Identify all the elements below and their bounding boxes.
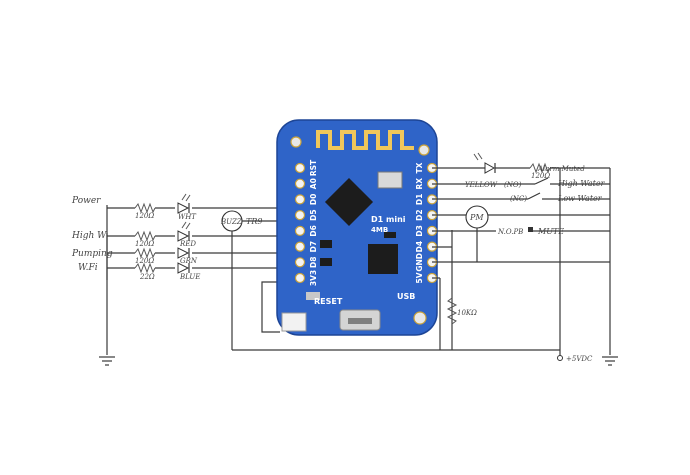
pin-label-d3: D3 [415,225,424,236]
switch-low-water[interactable] [527,192,541,200]
led-white [177,193,191,214]
flash-chip [368,244,398,274]
mount-hole-tr [418,144,430,156]
label-alarm-muted: Alarm Muted [537,165,585,173]
pin-hole-d5 [294,210,306,221]
pin-hole-d0 [294,194,306,205]
pin-label-5v: 5V [415,272,424,283]
supply-terminal [557,355,563,361]
component-2 [320,258,332,266]
led-blue [177,262,190,274]
label-high-water: High Water [557,179,606,188]
ground-symbol-right [602,356,618,366]
pin-label-a0: A0 [309,178,318,189]
crystal [377,171,403,189]
label-nc: (NC) [510,195,527,203]
led-label-red: RED [179,240,196,248]
d1-mini-board: D1 mini 4MB RESET USB [276,119,438,336]
label-pm: PM [469,213,484,222]
esp-chip [324,177,374,227]
resistor-label-2: 120Ω [135,240,154,248]
usb-port-opening [348,318,372,324]
label-low-water: Low Water [557,194,603,203]
pin-label-d1: D1 [415,194,424,205]
label-mute: MUTE [537,227,564,236]
pin-hole-rst [294,162,306,174]
pin-hole-a0 [294,178,306,189]
label-supply: +5VDC [566,355,593,363]
pin-label-gnd: GND [415,253,424,272]
mount-hole-tl [290,136,302,148]
pin-label-d4: D4 [415,241,424,252]
pin-label-rx: RX [415,178,424,190]
pin-hole-d6 [294,225,306,236]
pin-label-3v3: 3V3 [309,270,318,286]
left-pin-header: 3V3 D8 D7 D6 D5 D0 A0 RST [294,159,318,286]
pin-hole-d8 [294,257,306,268]
pin-label-d6: D6 [309,225,318,236]
led-label-blue: BLUE [179,273,200,281]
label-nopb: N.O.PB [497,228,523,236]
switch-high-water[interactable] [534,177,549,185]
label-pumping: Pumping [71,249,113,259]
pin-label-rst: RST [309,159,318,176]
resistor-left-4 [134,262,156,274]
resistor-left-2 [134,230,156,242]
resistor-label-4: 22Ω [139,273,155,281]
label-r120: 120Ω [531,172,550,180]
label-no: (NO) [504,181,522,189]
component-3 [384,232,396,238]
buzz-note: TR9 [246,217,262,226]
board-chip: 4MB [371,226,388,234]
label-10k: 10KΩ [457,309,477,317]
resistor-label-3: 120Ω [135,257,154,265]
antenna-trace [316,130,414,150]
board-name: D1 mini [371,215,406,224]
resistor-label-1: 120Ω [135,212,154,220]
led-label-wht: WHT [178,213,197,221]
led-yellow [484,162,496,174]
reset-button[interactable] [281,312,307,332]
label-high-w: High W [71,231,107,241]
mute-button[interactable] [528,227,533,232]
pin-label-tx: TX [415,162,424,173]
label-power: Power [71,196,101,206]
led-red [177,221,191,242]
pin-hole-d7 [294,241,306,252]
pin-hole-3v3 [294,272,306,284]
pin-label-d5: D5 [309,209,318,220]
board-usb-label: USB [397,292,415,301]
board-reset-label: RESET [314,297,343,306]
resistor-left-3 [134,247,156,259]
led-green [177,247,190,259]
pin-label-d0: D0 [309,194,318,205]
pin-label-d8: D8 [309,257,318,268]
label-wifi: W.Fi [78,263,98,273]
ground-symbol-left [99,356,115,366]
pin-label-d2: D2 [415,209,424,220]
resistor-10k [446,297,458,325]
resistor-right-1 [529,162,551,174]
mount-hole-br [413,311,427,325]
resistor-left-1 [134,202,156,214]
led-label-grn: GRN [180,257,198,265]
led-smd [306,292,320,300]
pin-label-d7: D7 [309,241,318,252]
component-1 [320,240,332,248]
label-yellow: YELLOW [465,181,498,189]
buzz-label: BUZZ [220,218,242,226]
